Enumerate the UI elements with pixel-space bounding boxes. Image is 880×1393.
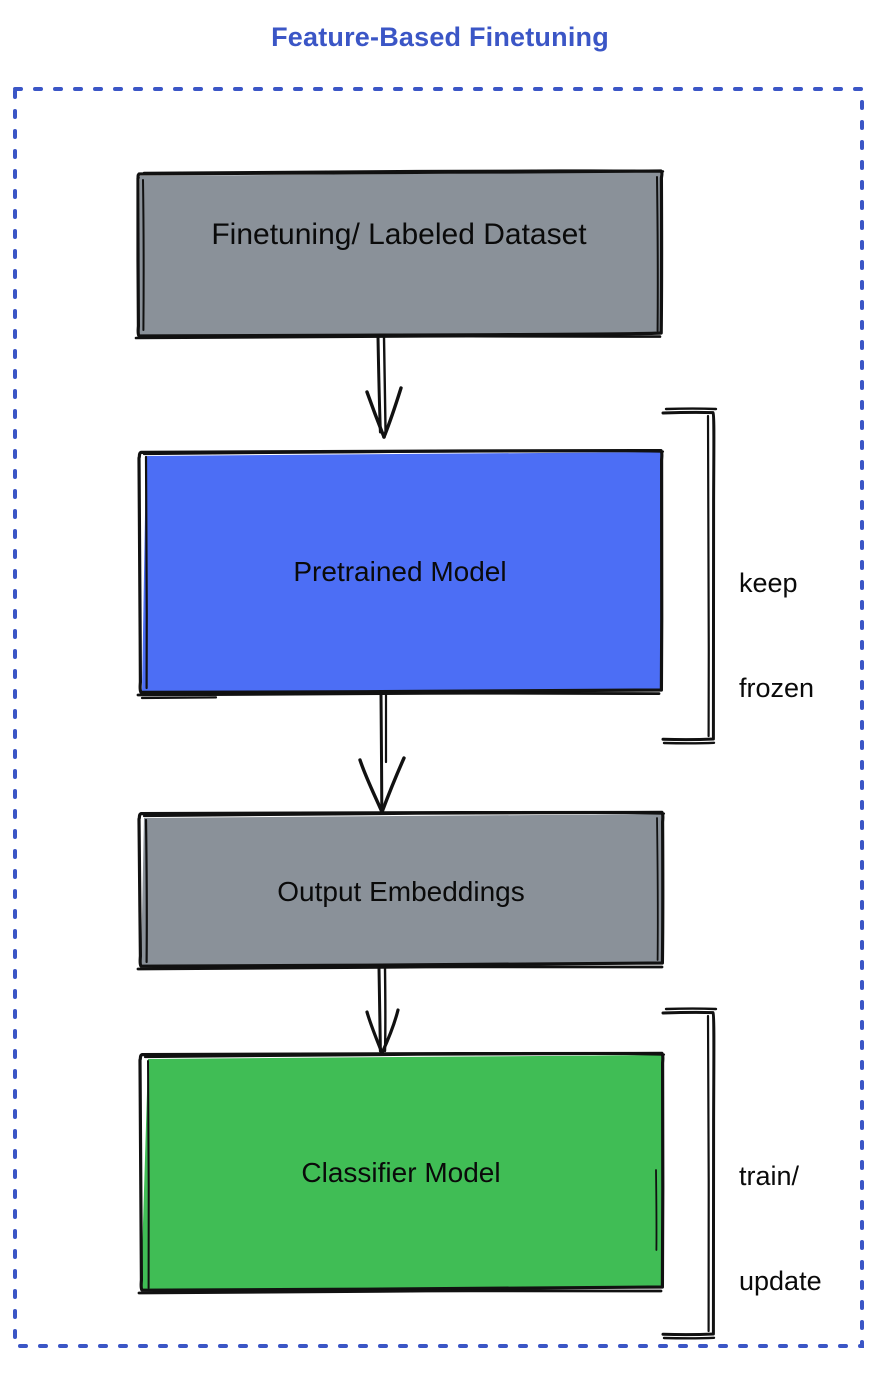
annotation-keep-frozen-line2: frozen	[739, 673, 815, 703]
node-classifier-overdraw-top	[143, 1052, 666, 1059]
node-pretrained-fill	[142, 452, 661, 692]
node-output-embeddings[interactable]	[136, 810, 666, 971]
node-classifier-outline	[138, 1051, 665, 1292]
arrow-embeddings-to-classifier	[365, 966, 400, 1055]
node-embeddings-overdraw-left	[144, 818, 148, 964]
node-dataset-outline-overdraw-2	[134, 334, 662, 340]
annotation-train-update-line2: update	[739, 1266, 822, 1296]
outer-dotted-frame	[13, 87, 864, 1348]
annotation-train-update: train/ update	[739, 1089, 822, 1334]
bracket-keep-frozen	[661, 407, 718, 745]
node-embeddings-fill	[141, 814, 662, 966]
bracket-train-update	[661, 1007, 718, 1340]
node-label-output-embeddings: Output Embeddings	[277, 876, 525, 907]
node-pretrained-overdraw-bottom	[136, 691, 661, 697]
node-pretrained-overdraw-left	[144, 455, 148, 690]
node-embeddings-overdraw-right	[656, 817, 659, 961]
node-pretrained-overdraw-bottom2	[140, 696, 218, 700]
node-classifier-overdraw-left	[147, 1060, 150, 1289]
node-label-dataset: Finetuning/ Labeled Dataset	[211, 218, 587, 251]
node-dataset-outline-overdraw-4	[656, 176, 659, 332]
node-embeddings-overdraw-bottom	[136, 965, 664, 971]
node-classifier-fill	[141, 1055, 662, 1290]
node-label-pretrained-model: Pretrained Model	[293, 556, 507, 587]
node-classifier-model[interactable]	[137, 1051, 666, 1295]
node-dataset-fill	[139, 172, 661, 335]
node-pretrained-overdraw-top	[142, 449, 665, 456]
node-dataset[interactable]	[134, 169, 665, 340]
node-classifier-overdraw-bottom	[137, 1289, 663, 1295]
node-embeddings-overdraw-top	[142, 811, 666, 818]
node-dataset-outline-overdraw-3	[142, 179, 145, 331]
annotation-train-update-line1: train/	[739, 1161, 800, 1191]
node-embeddings-outline	[137, 810, 665, 968]
annotation-keep-frozen-line1: keep	[739, 568, 798, 598]
node-label-classifier-model: Classifier Model	[301, 1157, 501, 1188]
annotation-keep-frozen: keep frozen	[739, 496, 814, 741]
arrow-pretrained-to-embeddings	[358, 692, 406, 814]
node-pretrained-model[interactable]	[136, 448, 665, 700]
page-title: Feature-Based Finetuning	[271, 22, 609, 52]
arrow-dataset-to-pretrained	[365, 335, 403, 439]
node-dataset-outline-overdraw	[142, 169, 665, 175]
